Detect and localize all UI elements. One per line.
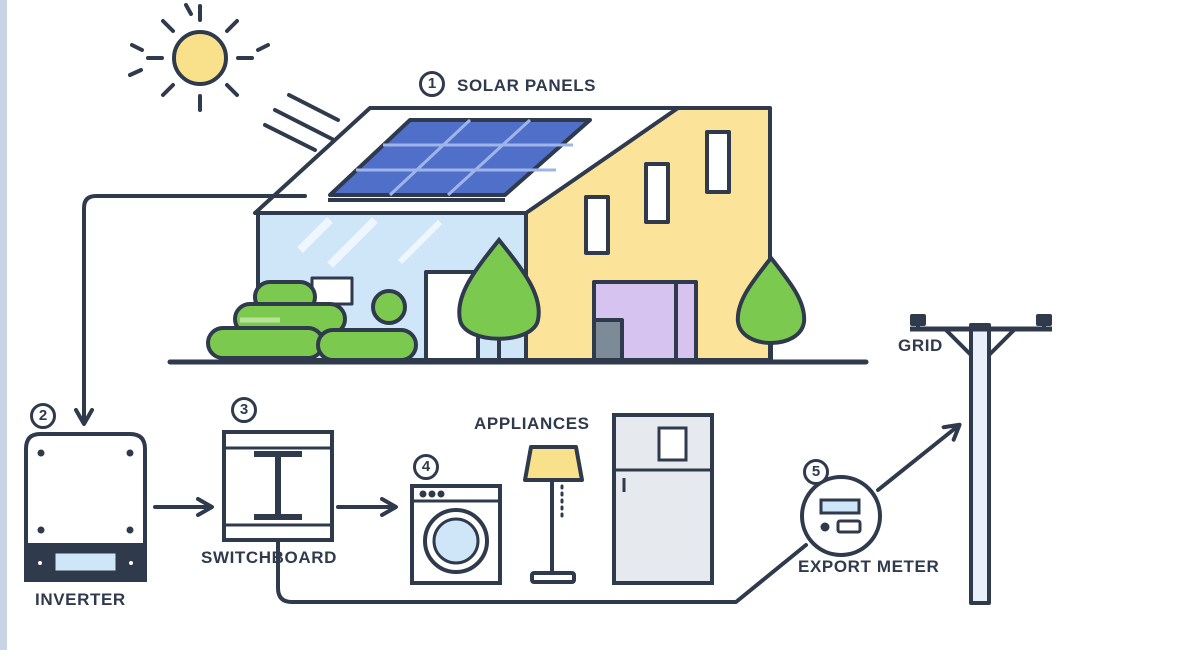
- step-4-badge: 4: [413, 454, 439, 480]
- step-3-badge: 3: [231, 397, 257, 423]
- step-2-badge: 2: [30, 403, 56, 429]
- house-icon: [253, 106, 772, 362]
- appliances-label: APPLIANCES: [474, 414, 590, 433]
- export-meter-label: EXPORT METER: [798, 557, 940, 576]
- solar-panels-label: SOLAR PANELS: [457, 76, 597, 95]
- solar-panel-icon: [328, 118, 592, 202]
- inverter-label: INVERTER: [35, 590, 126, 609]
- step-1-badge: 1: [419, 71, 445, 97]
- switchboard-icon: [222, 430, 334, 542]
- washing-machine-icon: [410, 484, 502, 585]
- grid-label: GRID: [898, 336, 943, 355]
- panel-to-inverter-arrow: [74, 194, 307, 426]
- shrubs: [206, 280, 418, 362]
- floor-lamp-icon: [523, 445, 584, 584]
- meter-icon: [800, 475, 882, 557]
- switchboard-label: SWITCHBOARD: [201, 548, 337, 567]
- sun-icon: [128, 3, 340, 152]
- switchboard-to-meter-line: [276, 540, 808, 604]
- meter-to-grid-arrow: [876, 422, 962, 492]
- step-5-badge: 5: [803, 459, 829, 485]
- tree-left: [457, 236, 541, 362]
- left-edge-strip: [0, 0, 7, 650]
- inverter-icon: [24, 432, 147, 582]
- refrigerator-icon: [612, 413, 714, 585]
- power-pole-icon: [910, 314, 1052, 605]
- flow-lines: [74, 194, 962, 604]
- tree-right: [735, 254, 807, 362]
